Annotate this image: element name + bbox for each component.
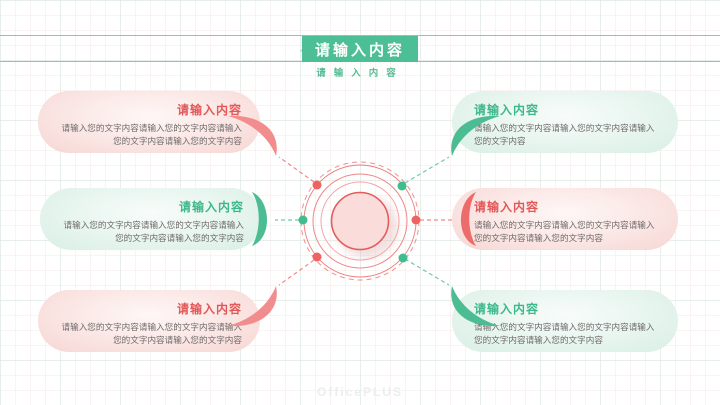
ring-inner — [320, 181, 400, 261]
content-box-left-3[interactable]: 请输入内容 请输入您的文字内容请输入您的文字内容请输入 您的文字内容请输入您的文… — [38, 290, 260, 352]
node-dot-right-1 — [397, 181, 407, 191]
box-title: 请输入内容 — [178, 200, 244, 214]
box-body-line-1: 请输入您的文字内容请输入您的文字内容请输入 — [61, 123, 242, 133]
box-body-line-1: 请输入您的文字内容请输入您的文字内容请输入 — [63, 220, 244, 230]
box-body-line-2: 您的文字内容请输入您的文字内容 — [113, 135, 242, 146]
content-box-left-1[interactable]: 请输入内容 请输入您的文字内容请输入您的文字内容请输入 您的文字内容请输入您的文… — [38, 91, 260, 153]
officeplus-watermark: OfficePLUS — [316, 385, 403, 399]
content-box-left-2[interactable]: 请输入内容 请输入您的文字内容请输入您的文字内容请输入 您的文字内容请输入您的文… — [40, 188, 262, 250]
box-title: 请输入内容 — [474, 200, 540, 214]
box-body-line-1: 请输入您的文字内容请输入您的文字内容请输入 — [474, 220, 655, 230]
node-dot-left-3 — [312, 252, 322, 262]
center-circle-shadow — [336, 196, 398, 258]
top-rule-upper — [0, 35, 720, 36]
node-dot-left-1 — [312, 180, 322, 190]
box-body-line-2: 您的文字内容请输入您的文字内容 — [474, 334, 603, 345]
center-circle — [330, 191, 390, 251]
box-body-line-1: 请输入您的文字内容请输入您的文字内容请输入 — [474, 123, 655, 133]
box-body-line-2: 您的文字内容请输入您的文字内容 — [474, 232, 603, 243]
node-dot-right-3 — [398, 253, 408, 263]
page-title: 请输入内容 — [314, 41, 405, 59]
node-dot-left-2 — [298, 215, 308, 225]
box-title: 请输入内容 — [474, 103, 540, 117]
ring-middle — [312, 173, 408, 269]
box-title: 请输入内容 — [474, 302, 540, 316]
box-body-line-2: 您的文字内容请输入您的文字内容 — [115, 232, 244, 243]
box-title: 请输入内容 — [176, 103, 242, 117]
content-box-right-2[interactable]: 请输入内容 请输入您的文字内容请输入您的文字内容请输入 您的文字内容请输入您的文… — [452, 188, 678, 250]
title-banner[interactable]: 请输入内容 — [302, 36, 418, 62]
connector-left-1 — [278, 156, 315, 183]
content-box-right-1[interactable]: 请输入内容 请输入您的文字内容请输入您的文字内容请输入 您的文字内容 — [452, 91, 678, 153]
page-subtitle: 请输入内容 — [316, 68, 404, 79]
ring-node-circle — [303, 164, 417, 278]
connector-right-1 — [404, 156, 450, 184]
box-body-line-2: 您的文字内容请输入您的文字内容 — [113, 334, 242, 345]
connector-left-3 — [278, 259, 315, 286]
box-body-line-1: 请输入您的文字内容请输入您的文字内容请输入 — [61, 322, 242, 332]
box-body-line-1: 请输入您的文字内容请输入您的文字内容请输入 — [474, 322, 655, 332]
box-body-line-2: 您的文字内容 — [474, 135, 526, 146]
content-box-right-3[interactable]: 请输入内容 请输入您的文字内容请输入您的文字内容请输入 您的文字内容请输入您的文… — [452, 290, 678, 352]
node-dot-right-2 — [411, 215, 421, 225]
connector-right-3 — [404, 258, 450, 286]
box-title: 请输入内容 — [176, 302, 242, 316]
ring-dashed-outer — [300, 161, 420, 281]
